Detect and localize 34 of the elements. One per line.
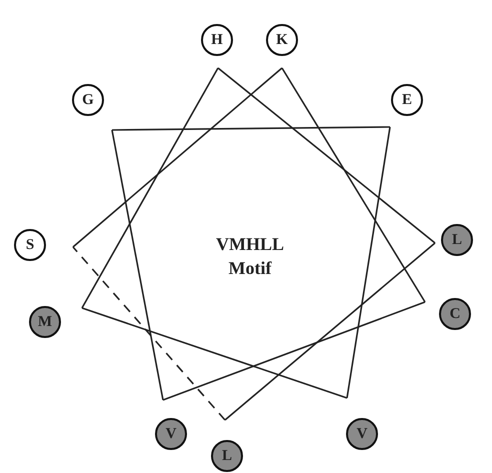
residue-circle	[155, 418, 187, 450]
connector-line	[162, 301, 426, 401]
residue-circle	[266, 24, 298, 56]
residue-circle	[211, 440, 243, 472]
residue-circle	[72, 84, 104, 116]
residue-circle	[441, 224, 473, 256]
residue-letter: M	[38, 314, 52, 330]
connector-line	[82, 307, 348, 399]
residue-circle	[391, 84, 423, 116]
residue-letter: L	[452, 232, 462, 248]
residue-circle	[439, 298, 471, 330]
residue-letter: V	[356, 426, 368, 442]
residue-letter: S	[26, 238, 34, 252]
residue-letter: E	[402, 92, 412, 108]
connector-line	[72, 246, 226, 421]
connector-line	[224, 242, 436, 421]
residue-circle	[14, 229, 46, 261]
connector-line	[81, 68, 219, 308]
residue-letter: G	[82, 92, 94, 108]
residue-letter: K	[276, 32, 288, 48]
residue-circle	[346, 418, 378, 450]
connector-line	[111, 130, 164, 400]
residue-letter: L	[222, 448, 232, 464]
residue-letter: H	[211, 32, 223, 48]
residue-letter: C	[450, 306, 460, 322]
residue-circle	[201, 24, 233, 56]
residue-circle	[29, 306, 61, 338]
connector-line	[346, 126, 391, 398]
motif-label: VMHLL Motif	[214, 233, 285, 280]
connector-line	[281, 68, 426, 302]
residue-letter: V	[166, 426, 176, 442]
connector-line	[72, 67, 283, 248]
connector-line	[218, 67, 436, 244]
connector-line	[112, 126, 390, 131]
